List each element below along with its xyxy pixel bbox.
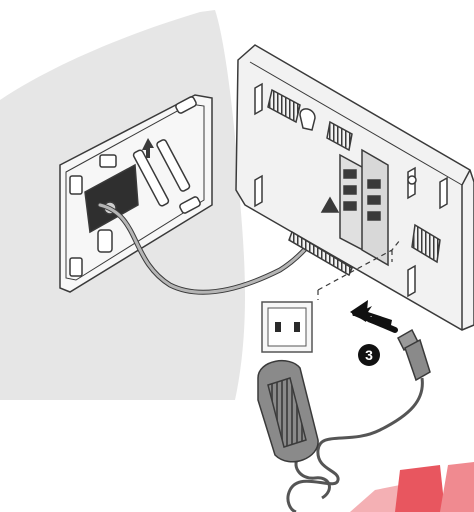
wall-bracket-icon [59, 94, 213, 293]
power-adapter-icon [257, 360, 319, 463]
step-number: 3 [365, 347, 373, 363]
adapter-cable [286, 377, 424, 512]
guide-line [317, 239, 401, 300]
monitor-back-icon [235, 44, 474, 331]
insert-arrow-icon [350, 300, 398, 333]
dc-plug-icon [397, 328, 431, 382]
decorative-accent [350, 462, 474, 512]
step-badge [358, 344, 380, 366]
power-socket-icon [261, 301, 313, 353]
